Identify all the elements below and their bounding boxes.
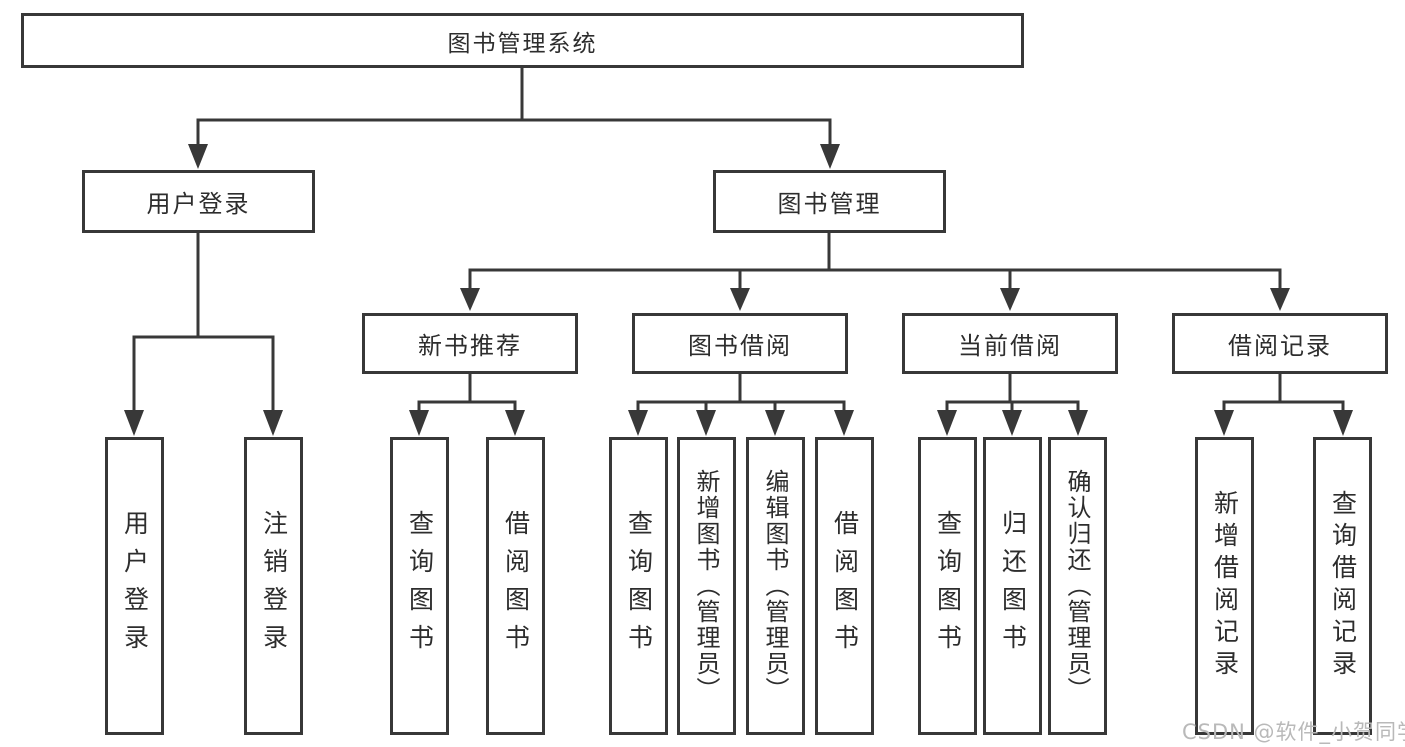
node-leaf-return-books: 归还图书 <box>983 437 1042 735</box>
node-leaf-logout: 注销登录 <box>244 437 303 735</box>
csdn-watermark: CSDN @软件_小贺同学 <box>1182 720 1405 744</box>
node-leaf-borrow-books-recommend: 借阅图书 <box>486 437 545 735</box>
arrowheads <box>124 144 1353 436</box>
node-leaf-add-book-admin: 新增图书（管理员） <box>677 437 736 735</box>
node-leaf-query-borrow-record: 查询借阅记录 <box>1313 437 1372 735</box>
node-book-management: 图书管理 <box>713 170 946 233</box>
node-leaf-edit-book-admin: 编辑图书（管理员） <box>746 437 805 735</box>
node-library-management-system: 图书管理系统 <box>21 13 1024 68</box>
node-borrowing-records: 借阅记录 <box>1172 313 1388 374</box>
node-user-login: 用户登录 <box>82 170 315 233</box>
node-leaf-add-borrow-record: 新增借阅记录 <box>1195 437 1254 735</box>
node-leaf-query-books-recommend: 查询图书 <box>390 437 449 735</box>
node-leaf-borrow-books-borrowing: 借阅图书 <box>815 437 874 735</box>
node-current-borrowing: 当前借阅 <box>902 313 1118 374</box>
node-leaf-query-books-borrowing: 查询图书 <box>609 437 668 735</box>
node-leaf-user-login: 用户登录 <box>105 437 164 735</box>
node-leaf-confirm-return-admin: 确认归还（管理员） <box>1048 437 1107 735</box>
node-book-borrowing: 图书借阅 <box>632 313 848 374</box>
node-leaf-query-books-current: 查询图书 <box>918 437 977 735</box>
node-new-book-recommendation: 新书推荐 <box>362 313 578 374</box>
